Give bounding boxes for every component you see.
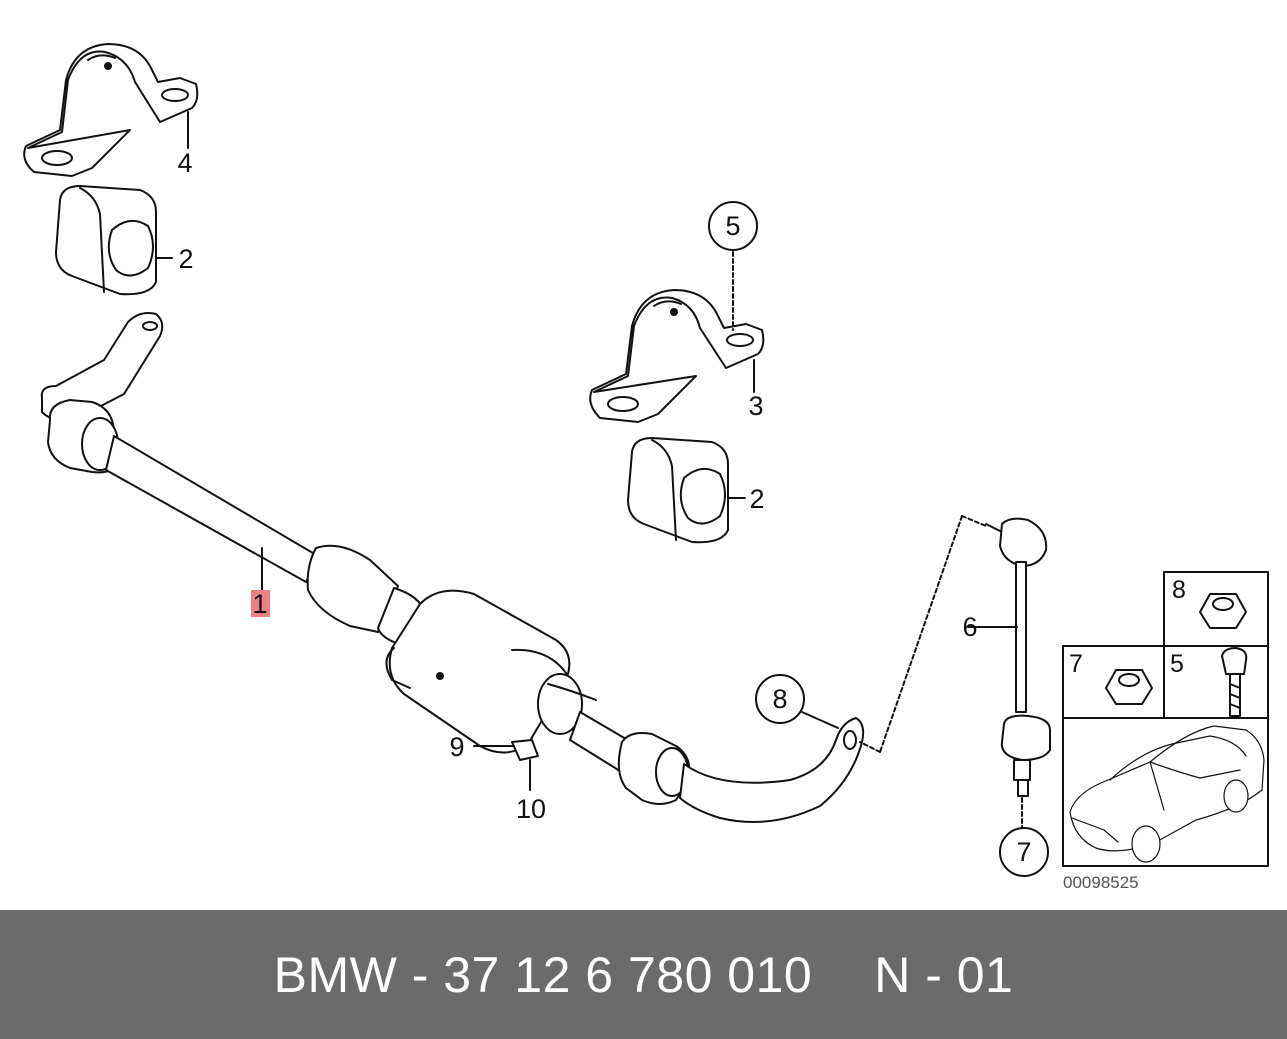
callout-4: 4	[177, 148, 192, 178]
bushing-part-2-lower	[627, 437, 746, 544]
diagram-code: 00098525	[1063, 873, 1139, 892]
callout-7: 7	[1016, 837, 1031, 867]
callout-circle-5	[708, 201, 758, 251]
callout-5: 5	[725, 211, 740, 241]
callout-circle-7	[999, 827, 1049, 877]
callout-3: 3	[748, 391, 763, 421]
callout-9: 9	[449, 732, 464, 762]
exploded-parts-diagram: 4 2 5 3 2 1 6 8 9 10 7 8 7 5 00098525	[23, 43, 1269, 892]
callout-2-upper: 2	[178, 244, 193, 274]
bracket-part-3	[589, 251, 765, 423]
stabilizer-bar-part-1	[40, 312, 865, 823]
link-rod-part-6	[859, 515, 1051, 829]
callout-8: 8	[772, 684, 787, 714]
bracket-part-4	[23, 43, 199, 177]
box-label-5: 5	[1170, 650, 1184, 678]
callout-1: 1	[252, 589, 267, 619]
callout-circle-8	[755, 674, 805, 724]
part-number: BMW - 37 12 6 780 010	[273, 946, 813, 1003]
position-code: N - 01	[874, 946, 1014, 1003]
box-label-7: 7	[1069, 650, 1083, 678]
hardware-box	[1062, 571, 1269, 867]
callout-10: 10	[516, 794, 546, 824]
footer-bar: BMW - 37 12 6 780 010 N - 01	[0, 910, 1287, 1039]
callout-6: 6	[962, 612, 977, 642]
box-label-8: 8	[1172, 576, 1186, 604]
callout-2-lower: 2	[749, 484, 764, 514]
car-locator-illustration	[1069, 725, 1265, 863]
bushing-part-2-upper	[55, 185, 173, 296]
highlight-part-1	[251, 590, 270, 617]
